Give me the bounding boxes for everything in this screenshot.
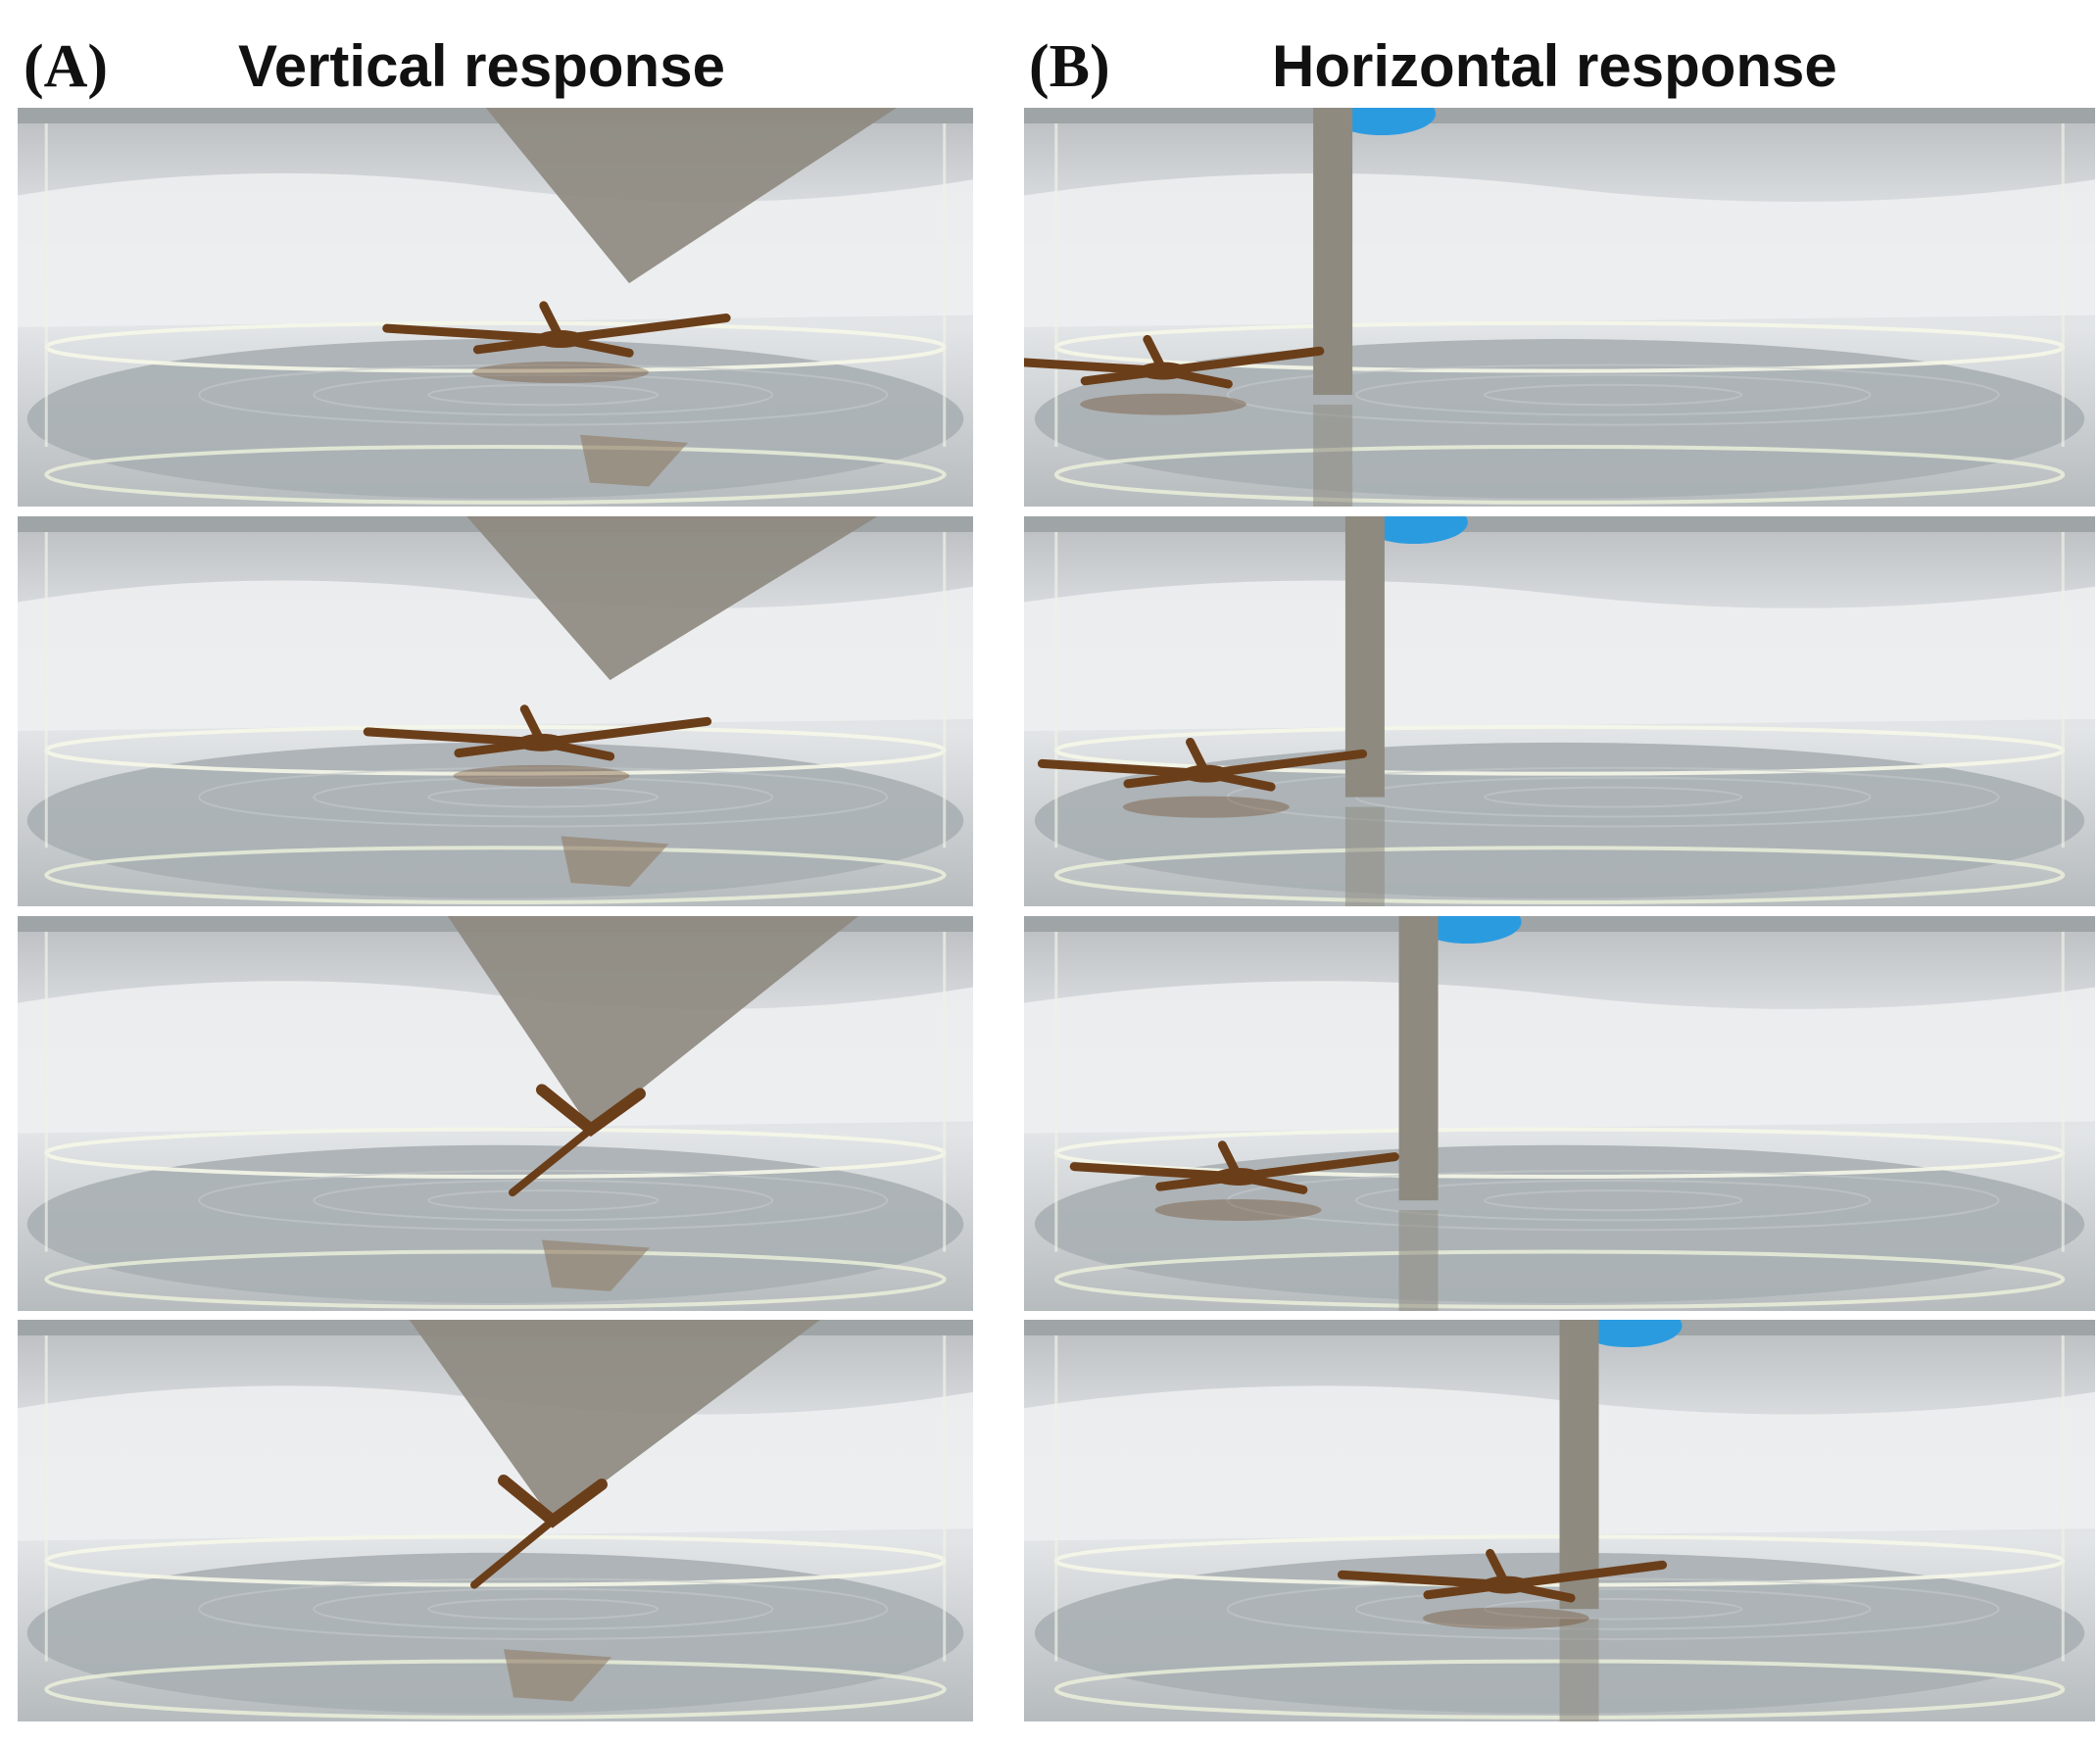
panel-a-frame-2 [18, 516, 973, 906]
panel-b-title: Horizontal response [1272, 33, 1837, 99]
panel-a-title: Vertical response [238, 33, 725, 99]
brittle-star [363, 704, 712, 787]
rod-probe [1398, 916, 1439, 1201]
triangular-probe [409, 1320, 820, 1521]
blue-glove [1359, 516, 1468, 544]
triangular-probe [466, 516, 878, 681]
panel-a-letter: (A) [24, 33, 109, 100]
panel-a-frame-3 [18, 916, 973, 1311]
panel-a-frame-1 [18, 108, 973, 507]
panel-b-header: (B) Horizontal response [1019, 27, 2097, 106]
brittle-star [382, 301, 731, 384]
triangular-probe [485, 108, 897, 284]
brittle-star [1024, 334, 1325, 415]
brittle-star-attached [509, 1084, 646, 1197]
rod-probe [1559, 1320, 1599, 1610]
brittle-star [1069, 1140, 1399, 1221]
blue-glove [1574, 1320, 1683, 1347]
panel-b-frame-3 [1024, 916, 2095, 1311]
panel-b-frame-2 [1024, 516, 2095, 906]
panel-b-frame-1 [1024, 108, 2095, 507]
triangular-probe [447, 916, 858, 1130]
blue-glove [1413, 916, 1522, 944]
blue-glove [1328, 108, 1437, 135]
panel-a-header: (A) Vertical response [0, 27, 1019, 106]
panel-a-frame-4 [18, 1320, 973, 1721]
panel-b-frame-4 [1024, 1320, 2095, 1721]
panel-b-letter: (B) [1029, 33, 1110, 100]
brittle-star [1337, 1548, 1668, 1629]
brittle-star [1037, 737, 1368, 818]
brittle-star-attached [470, 1475, 608, 1589]
